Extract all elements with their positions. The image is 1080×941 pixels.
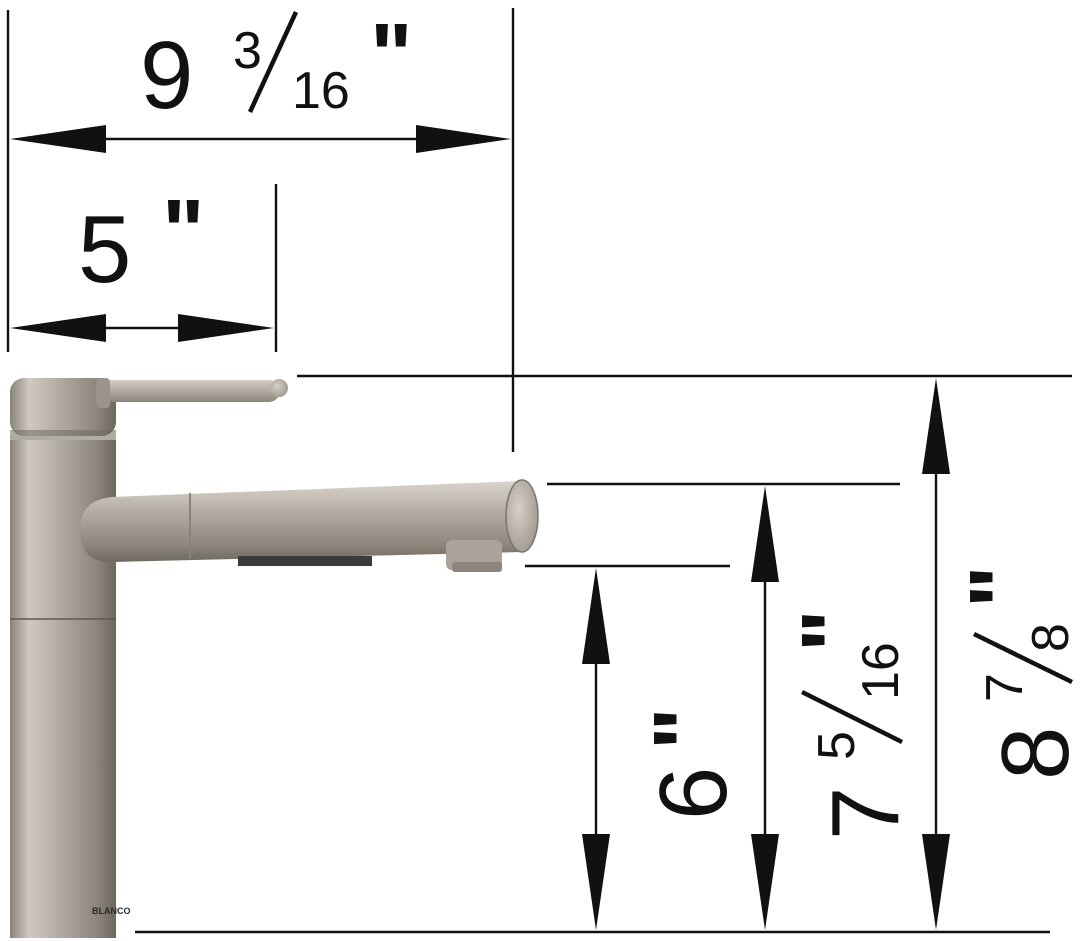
spout-unit: " bbox=[784, 609, 884, 652]
aerator-whole: 6 bbox=[640, 767, 747, 820]
reach-numerator: 3 bbox=[233, 22, 262, 80]
base-whole: 5 bbox=[78, 196, 131, 303]
arrowhead-left bbox=[10, 314, 106, 342]
arrowhead-right bbox=[416, 125, 511, 153]
arrowhead-down bbox=[751, 834, 779, 930]
total-height-dimension bbox=[922, 378, 950, 930]
reach-whole: 9 bbox=[140, 22, 193, 129]
extension-lines bbox=[6, 8, 1072, 934]
arrowhead-right bbox=[178, 314, 274, 342]
reach-denominator: 16 bbox=[292, 62, 350, 120]
aerator-height-label: 6 " bbox=[636, 707, 747, 820]
faucet-cap bbox=[10, 378, 116, 436]
total-denominator: 8 bbox=[1022, 623, 1080, 652]
arrowhead-down bbox=[582, 834, 610, 930]
aerator-height-dimension bbox=[582, 568, 610, 930]
reach-unit: " bbox=[370, 6, 413, 106]
reach-label: 9 3 16 " bbox=[140, 6, 413, 129]
arrowhead-down bbox=[922, 834, 950, 930]
aerator-unit: " bbox=[636, 707, 736, 750]
spout-height-label: 7 5 16 " bbox=[784, 609, 919, 840]
total-whole: 8 bbox=[982, 727, 1080, 780]
total-height-label: 8 7 8 " bbox=[952, 565, 1080, 780]
faucet-illustration: BLANCO bbox=[10, 378, 539, 938]
pull-out-hose bbox=[238, 556, 372, 566]
spout-numerator: 5 bbox=[808, 731, 866, 760]
arrowhead-up bbox=[751, 486, 779, 582]
spout-denominator: 16 bbox=[852, 642, 910, 700]
base-label: 5 " bbox=[78, 182, 205, 303]
total-numerator: 7 bbox=[976, 673, 1034, 702]
handle-lever bbox=[100, 380, 280, 402]
arrowhead-left bbox=[10, 125, 106, 153]
handle-tip bbox=[270, 379, 288, 397]
arrowhead-up bbox=[922, 378, 950, 474]
base-dimension bbox=[10, 314, 274, 342]
faucet-body-lower bbox=[10, 618, 116, 938]
base-unit: " bbox=[162, 182, 205, 282]
brand-label: BLANCO bbox=[92, 906, 131, 916]
spout-whole: 7 bbox=[812, 787, 919, 840]
spout-end-cap bbox=[505, 479, 539, 553]
reach-dimension bbox=[10, 125, 511, 153]
spout-height-dimension bbox=[751, 486, 779, 930]
total-unit: " bbox=[952, 565, 1052, 608]
arrowhead-up bbox=[582, 568, 610, 664]
